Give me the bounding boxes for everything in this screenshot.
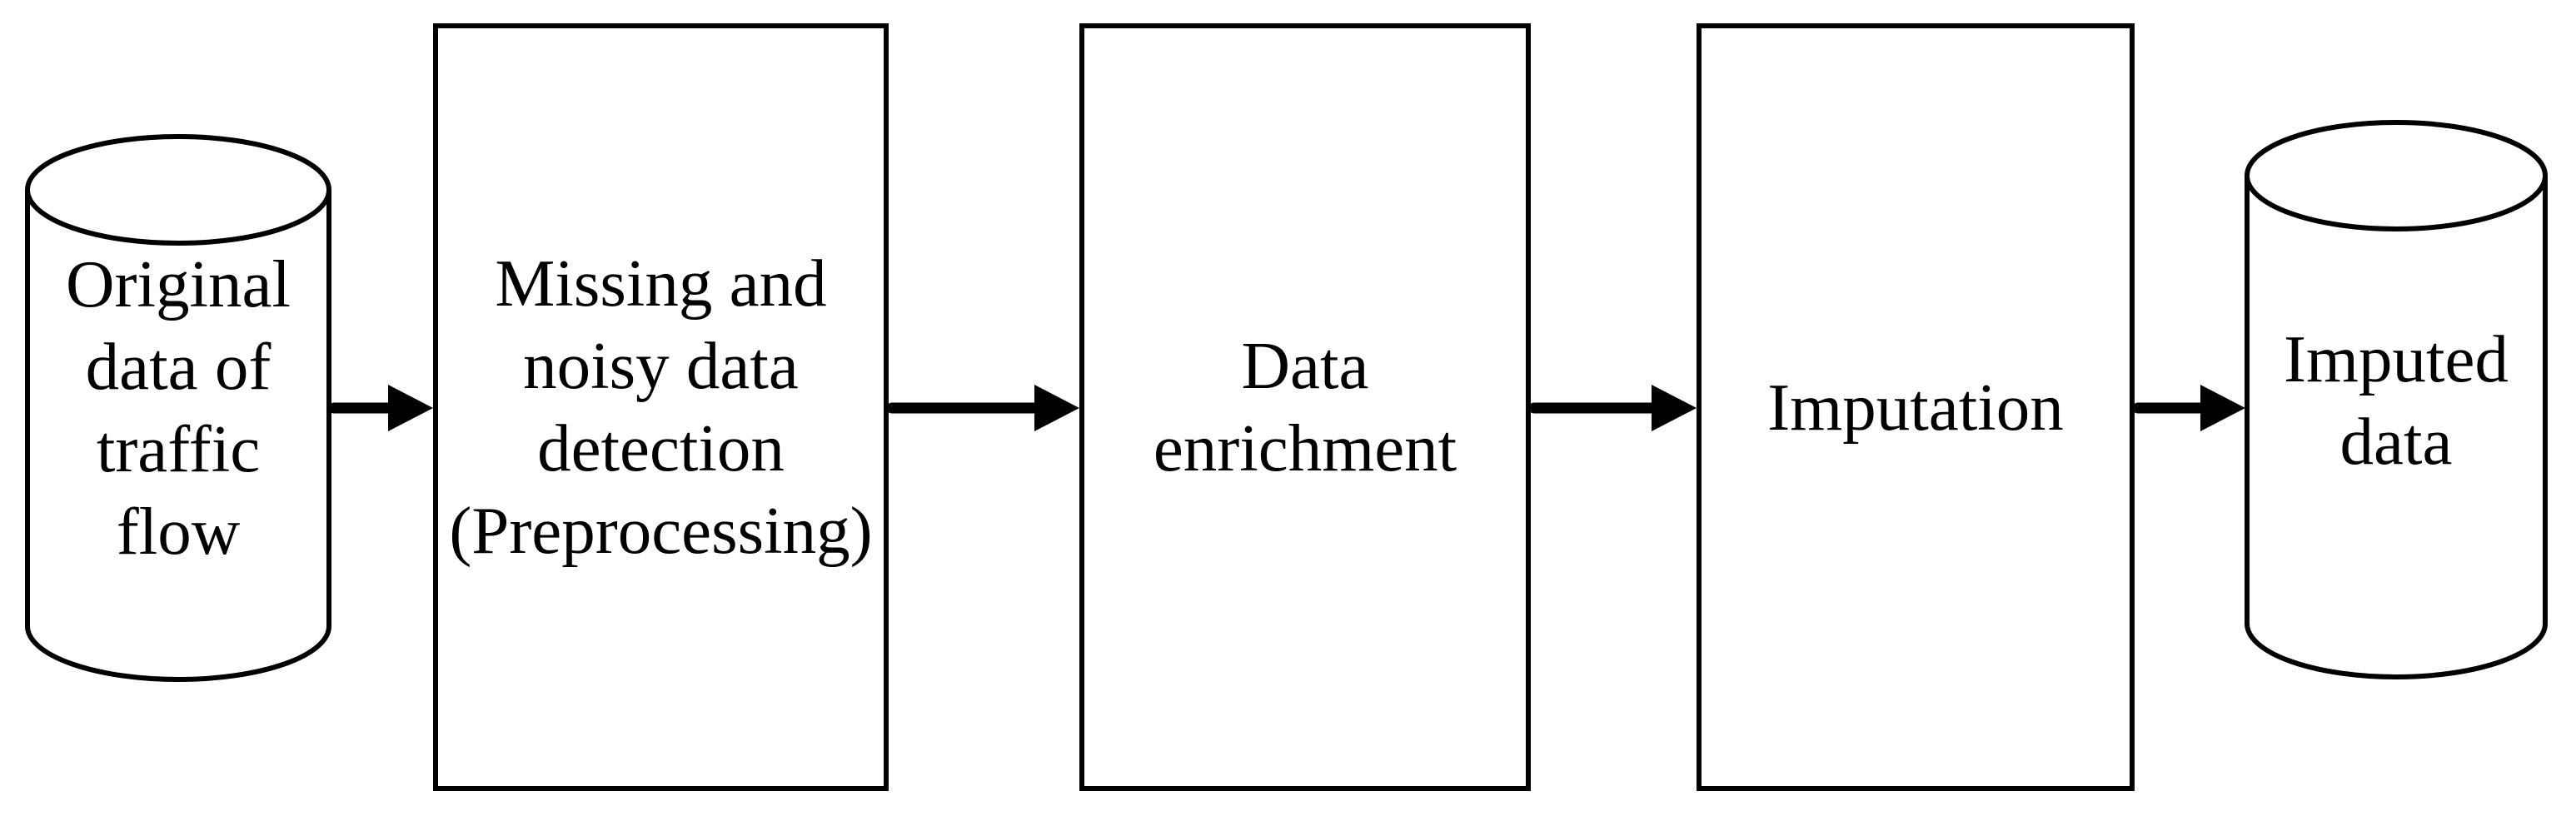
arrow-preprocessing-to-enrichment <box>886 385 1079 431</box>
label-line: flow <box>116 494 241 569</box>
label-line: data of <box>85 329 272 404</box>
label-line: traffic <box>96 411 261 486</box>
label-original-data: Original data of traffic flow <box>26 133 331 683</box>
arrow-enrichment-to-imputation <box>1528 385 1697 431</box>
box-imputation <box>1697 23 2135 791</box>
label-line: Missing and <box>495 246 827 321</box>
label-line: (Preprocessing) <box>449 493 873 568</box>
label-imputation: Imputation <box>1697 23 2135 791</box>
box-preprocessing <box>433 23 889 791</box>
cylinder-imputed-data <box>2245 120 2548 679</box>
label-line: Original <box>66 246 291 321</box>
cylinder-original-data <box>25 134 331 682</box>
label-line: Data <box>1241 328 1369 403</box>
label-line: Imputed <box>2284 321 2509 396</box>
label-line: detection <box>537 411 785 485</box>
box-data-enrichment <box>1079 23 1531 791</box>
label-line: Imputation <box>1767 369 2064 445</box>
label-line: enrichment <box>1153 411 1457 485</box>
label-imputed-data: Imputed data <box>2245 121 2547 680</box>
label-data-enrichment: Data enrichment <box>1079 23 1531 791</box>
label-line: data <box>2339 404 2453 479</box>
arrow-original-to-preprocessing <box>328 385 433 431</box>
label-line: noisy data <box>523 328 799 403</box>
label-preprocessing: Missing and noisy data detection (Prepro… <box>433 23 889 791</box>
arrow-imputation-to-imputed <box>2132 385 2245 431</box>
